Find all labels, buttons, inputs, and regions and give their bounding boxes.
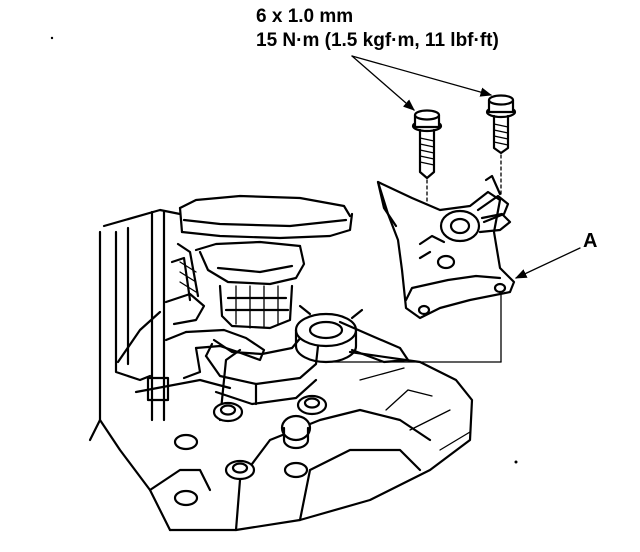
boss-2 — [296, 394, 328, 416]
housing-bolt-bosses — [173, 394, 328, 507]
shaft-collar — [294, 304, 410, 364]
boss-6 — [283, 461, 309, 479]
callout-a-arrow — [514, 247, 581, 279]
torque-spec-label: 15 N·m (1.5 kgf·m, 11 lbf·ft) — [256, 30, 499, 51]
bolt-size-label: 6 x 1.0 mm — [256, 6, 354, 27]
shift-lever-bracket — [376, 174, 516, 320]
leader-arrow-right-bolt — [351, 55, 493, 97]
stray-dot-2 — [50, 36, 54, 40]
boss-3 — [224, 459, 256, 481]
boss-7 — [280, 414, 312, 450]
flange-bolt-right — [485, 94, 517, 155]
shift-rod — [102, 208, 182, 422]
stray-dot — [514, 460, 518, 464]
bolt-leader-arrows — [351, 55, 493, 111]
callout-label-a: A — [583, 230, 598, 252]
boss-4 — [173, 433, 199, 451]
flange-bolt-left — [411, 109, 443, 180]
leader-arrow-left-bolt — [351, 55, 415, 111]
boss-1 — [212, 401, 244, 423]
synchro-gear-assembly — [178, 194, 354, 406]
boss-5 — [173, 489, 199, 507]
shift-fork — [164, 242, 266, 380]
